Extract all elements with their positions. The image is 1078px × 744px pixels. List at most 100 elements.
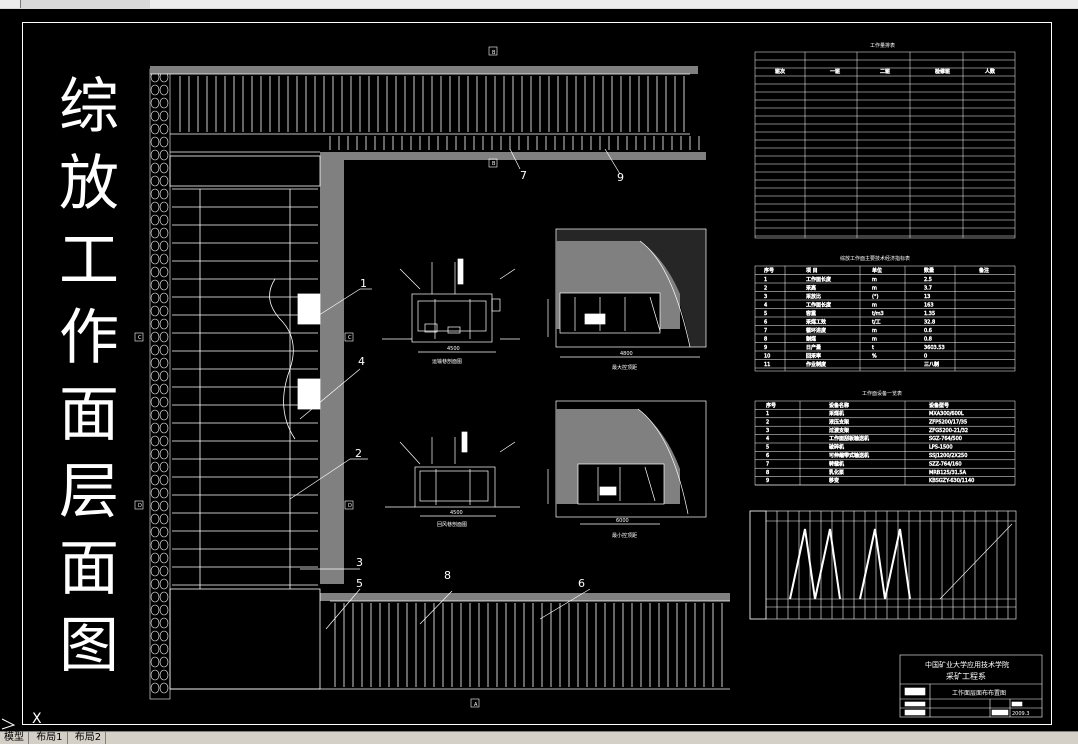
tech-table-cell: 9 xyxy=(764,345,767,351)
tech-table-cell: t/m3 xyxy=(872,311,884,317)
tech-table-cell: 1 xyxy=(764,277,767,283)
tech-table-cell: 工作面长度 xyxy=(806,302,831,309)
drawing-title: 综 放 工 作 面 层 面 图 xyxy=(44,69,134,709)
equipment-table-header: 设备名称 xyxy=(829,402,849,409)
tech-table-cell: 工作面长度 xyxy=(806,276,831,283)
tech-table-cell: 容重 xyxy=(806,310,816,317)
equipment-table-cell: KBSGZY-630/1140 xyxy=(929,478,974,484)
tech-table-cell: m xyxy=(872,277,877,283)
callout-3: 3 xyxy=(356,556,363,569)
face-supports xyxy=(169,155,321,690)
tech-table-cell: 3603.53 xyxy=(924,345,945,351)
tech-table-cell: 1.35 xyxy=(924,311,935,317)
min-control-section xyxy=(547,400,707,525)
tech-table-cell: 作业制度 xyxy=(806,361,826,368)
tab-layout2[interactable]: 布局2 xyxy=(71,732,107,744)
department-name: 采矿工程系 xyxy=(946,671,986,681)
equipment-table-cell: SZZ-764/160 xyxy=(929,461,962,467)
tech-table-cell: m xyxy=(872,286,877,292)
tech-table-cell: 割煤 xyxy=(806,336,816,343)
tab-layout1[interactable]: 布局1 xyxy=(32,732,68,744)
callout-5: 5 xyxy=(356,577,363,590)
title-char: 面 xyxy=(59,380,119,450)
equipment-table-cell: 转载机 xyxy=(829,460,844,467)
section-mark-b2: B xyxy=(492,161,496,167)
labor-table: 班次一班二班检修班人数 xyxy=(754,51,1016,239)
cycle-chart xyxy=(749,510,1017,620)
tech-table-header: 序号 xyxy=(764,267,774,274)
drawing-canvas[interactable]: 综 放 工 作 面 层 面 图 xyxy=(0,9,1078,731)
tailgate-roadway xyxy=(150,66,706,584)
tech-table-cell: 采高 xyxy=(806,285,816,292)
title-block xyxy=(899,654,1043,718)
section-mark-d: D xyxy=(138,503,142,509)
max-control-section xyxy=(547,228,707,358)
tech-table-cell: 5 xyxy=(764,311,767,317)
tech-table-cell: 2.5 xyxy=(924,277,932,283)
return-section xyxy=(385,431,520,517)
equipment-table-cell: 乳化泵 xyxy=(829,469,844,476)
return-dim: 4500 xyxy=(450,510,463,516)
max-dim: 4800 xyxy=(620,351,633,357)
callout-9: 9 xyxy=(617,171,624,184)
tab-model[interactable]: 模型 xyxy=(0,732,29,744)
equipment-table-title: 工作面设备一览表 xyxy=(862,390,902,397)
tech-econ-table-title: 综放工作面主要技术经济指标表 xyxy=(840,255,910,262)
title-char: 作 xyxy=(59,303,119,373)
section-mark-c2: C xyxy=(348,335,352,341)
toolbar-segment[interactable] xyxy=(290,0,451,8)
tech-table-cell: 采煤工效 xyxy=(806,319,826,326)
labor-table-header: 二班 xyxy=(880,68,890,75)
sheet-number: 2009.3 xyxy=(1012,711,1030,717)
tech-table-cell: 0.6 xyxy=(924,328,932,334)
layout-tabs: 模型 布局1 布局2 xyxy=(0,731,1078,744)
drawing-frame xyxy=(22,22,1052,725)
min-control-label: 最小控顶距 xyxy=(612,532,637,539)
tech-table-cell: 循环进度 xyxy=(806,327,826,334)
title-char: 层 xyxy=(59,457,119,527)
max-control-label: 最大控顶距 xyxy=(612,364,637,371)
equipment-table-cell: 7 xyxy=(766,461,769,467)
equipment-table-cell: 移变 xyxy=(829,477,839,484)
tech-table-cell: m xyxy=(872,328,877,334)
equipment-table-header: 序号 xyxy=(766,402,776,409)
toolbar-segment[interactable] xyxy=(610,0,741,8)
section-mark-c: C xyxy=(138,335,142,341)
tech-table-cell: % xyxy=(872,354,877,360)
toolbar-segment[interactable] xyxy=(450,0,611,8)
equipment-table-cell: 5 xyxy=(766,445,769,451)
tech-table-cell: 3.7 xyxy=(924,286,932,292)
callout-1: 1 xyxy=(360,277,367,290)
toolbar-segment[interactable] xyxy=(0,0,21,8)
callout-6: 6 xyxy=(578,577,585,590)
toolbar-segment[interactable] xyxy=(150,0,291,8)
tech-table-cell: 0 xyxy=(924,354,927,360)
tech-table-cell: t xyxy=(872,345,874,351)
haulage-section-label: 运输巷剖面图 xyxy=(432,358,462,365)
tech-table-cell: 32.8 xyxy=(924,320,935,326)
equipment-table-header: 设备型号 xyxy=(929,402,949,409)
tech-table-cell: 2 xyxy=(764,286,767,292)
equipment-table-cell: 破碎机 xyxy=(829,444,844,451)
equipment-table-cell: 6 xyxy=(766,453,769,459)
cad-drawing: 1 2 3 4 5 6 7 8 9 B B C C D D A xyxy=(134,42,1043,718)
title-char: 综 xyxy=(59,72,119,142)
equipment-table-cell: 2 xyxy=(766,419,769,425)
rock-mass xyxy=(149,68,171,700)
title-char: 面 xyxy=(59,534,119,604)
haulage-dim: 4500 xyxy=(447,346,460,352)
equipment-table-cell: MRB125/31.5A xyxy=(929,470,967,476)
tech-table-cell: 三八制 xyxy=(924,361,939,368)
return-section-label: 回风巷剖面图 xyxy=(437,521,467,528)
section-mark-a: A xyxy=(474,702,478,708)
callouts xyxy=(289,148,621,630)
equipment-table-cell: ZFG5200-21/32 xyxy=(929,428,968,434)
equipment-table-cell: 过渡支架 xyxy=(829,427,849,434)
callout-4: 4 xyxy=(358,355,365,368)
toolbar-segment[interactable] xyxy=(740,0,1078,8)
tech-table-cell: 4 xyxy=(764,303,767,309)
equipment-table-cell: SGZ-764/500 xyxy=(929,436,962,442)
drawing-name: 工作面层面布布置图 xyxy=(952,689,1006,697)
equipment-table-cell: 1 xyxy=(766,411,769,417)
